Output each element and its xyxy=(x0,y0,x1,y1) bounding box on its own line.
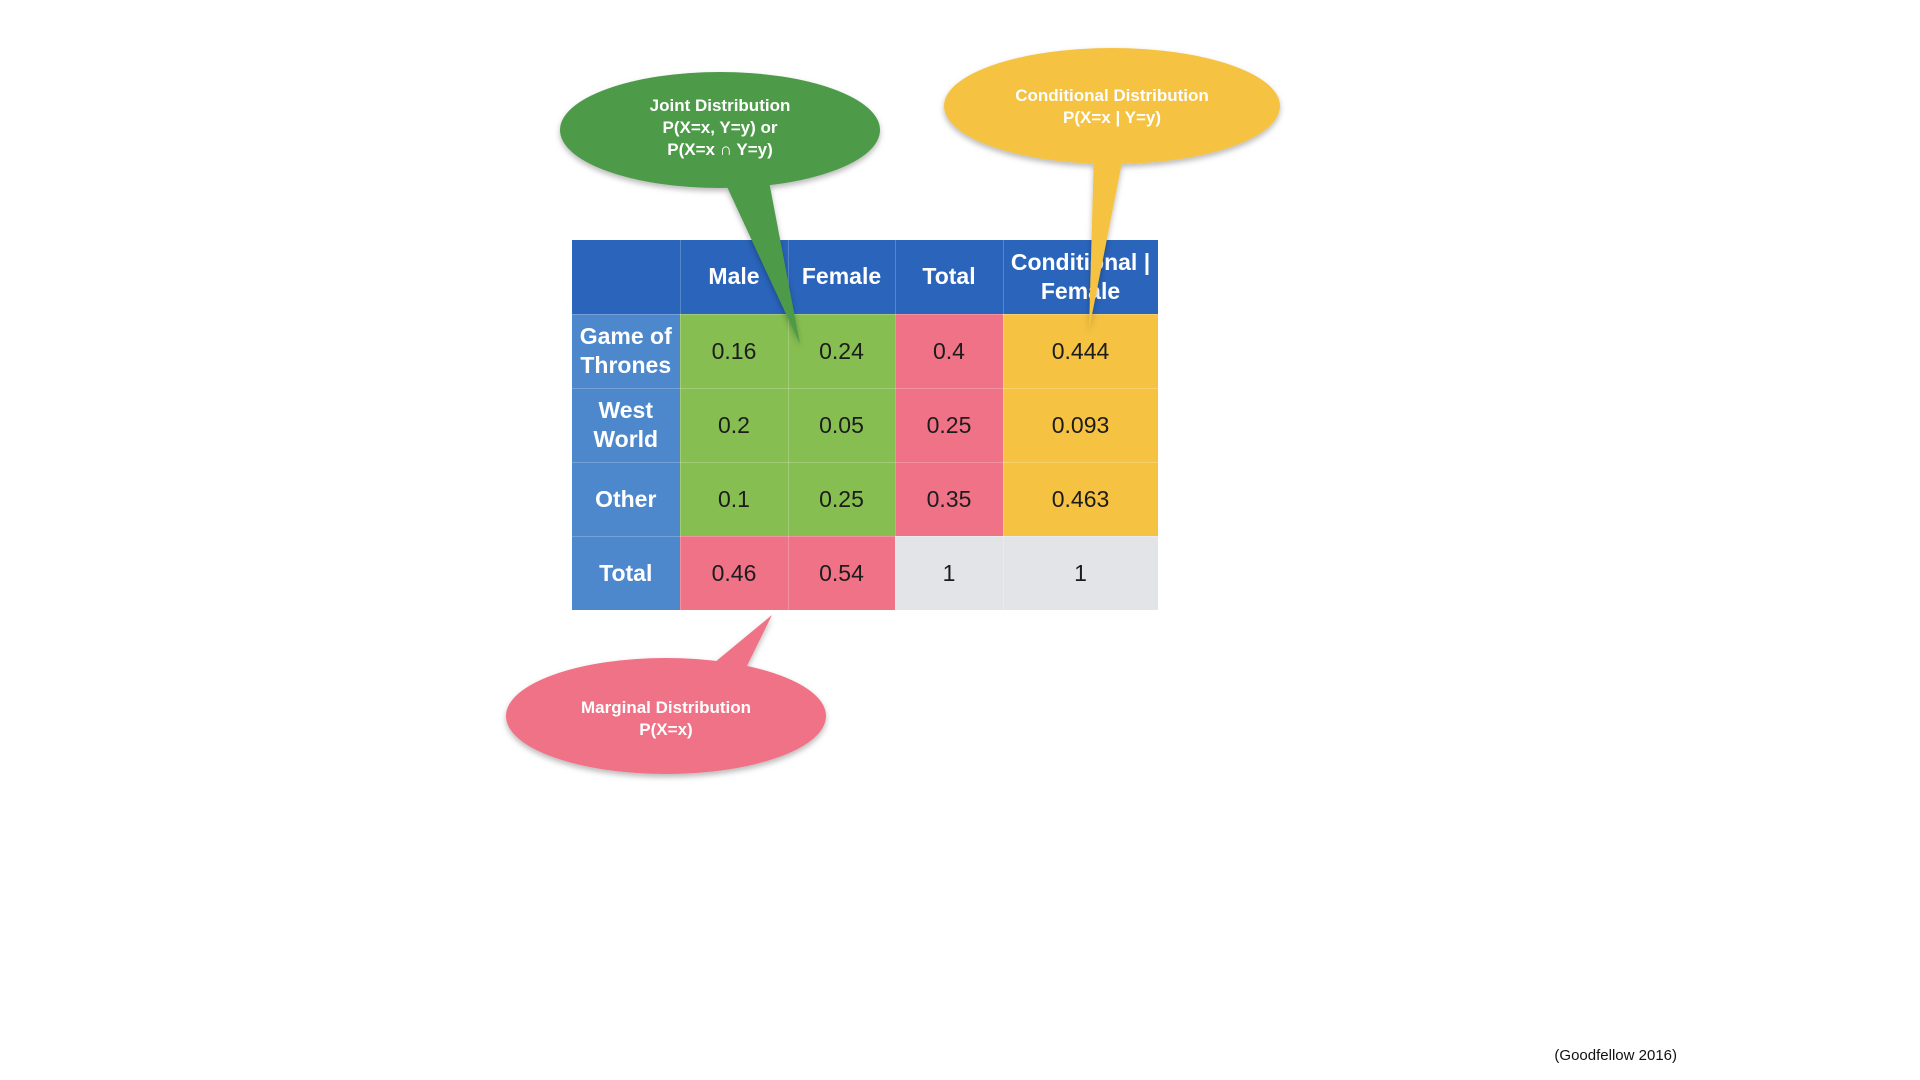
citation: (Goodfellow 2016) xyxy=(1554,1047,1677,1064)
header-conditional-female: Conditional | Female xyxy=(1003,240,1159,315)
conditional-formula: P(X=x | Y=y) xyxy=(1063,108,1161,127)
joint-cell: 0.24 xyxy=(788,314,896,389)
table-row: Other 0.1 0.25 0.35 0.463 xyxy=(572,462,1159,537)
header-male: Male xyxy=(680,240,789,315)
marginal-cell: 0.54 xyxy=(788,536,896,611)
joint-formula-1: P(X=x, Y=y) or xyxy=(662,118,778,137)
row-label: Other xyxy=(572,462,681,537)
marginal-formula: P(X=x) xyxy=(639,720,693,739)
joint-cell: 0.16 xyxy=(680,314,789,389)
header-total: Total xyxy=(895,240,1004,315)
grand-total-cell: 1 xyxy=(895,536,1004,611)
conditional-distribution-text: Conditional Distribution P(X=x | Y=y) xyxy=(962,85,1262,129)
marginal-title: Marginal Distribution xyxy=(581,698,751,717)
table-header-row: Male Female Total Conditional | Female xyxy=(572,240,1159,315)
joint-distribution-text: Joint Distribution P(X=x, Y=y) or P(X=x … xyxy=(580,95,860,161)
joint-cell: 0.1 xyxy=(680,462,789,537)
conditional-cell: 0.093 xyxy=(1003,388,1159,463)
table-row: West World 0.2 0.05 0.25 0.093 xyxy=(572,388,1159,463)
marginal-distribution-text: Marginal Distribution P(X=x) xyxy=(526,697,806,741)
row-label: Game of Thrones xyxy=(572,314,681,389)
joint-cell: 0.05 xyxy=(788,388,896,463)
table-row: Game of Thrones 0.16 0.24 0.4 0.444 xyxy=(572,314,1159,389)
conditional-title: Conditional Distribution xyxy=(1015,86,1209,105)
marginal-cell: 0.4 xyxy=(895,314,1004,389)
joint-title: Joint Distribution xyxy=(649,96,791,115)
row-label-total: Total xyxy=(572,536,681,611)
row-label: West World xyxy=(572,388,681,463)
header-female: Female xyxy=(788,240,896,315)
marginal-cell: 0.46 xyxy=(680,536,789,611)
joint-formula-2: P(X=x ∩ Y=y) xyxy=(667,140,773,159)
conditional-cell: 0.444 xyxy=(1003,314,1159,389)
header-corner-cell xyxy=(572,240,681,315)
joint-probability-table: Male Female Total Conditional | Female G… xyxy=(572,240,1159,611)
marginal-cell: 0.25 xyxy=(895,388,1004,463)
marginal-distribution-callout xyxy=(506,615,826,774)
conditional-cell: 0.463 xyxy=(1003,462,1159,537)
joint-cell: 0.2 xyxy=(680,388,789,463)
joint-cell: 0.25 xyxy=(788,462,896,537)
marginal-cell: 0.35 xyxy=(895,462,1004,537)
grand-total-cell: 1 xyxy=(1003,536,1159,611)
table-totals-row: Total 0.46 0.54 1 1 xyxy=(572,536,1159,611)
